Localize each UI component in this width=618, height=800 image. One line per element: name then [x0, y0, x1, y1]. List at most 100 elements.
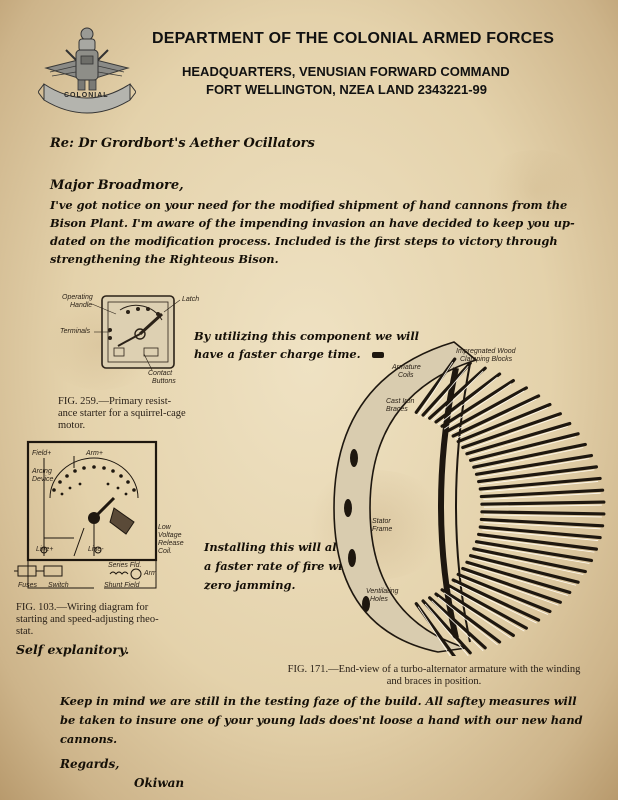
armature-coil-highlight	[424, 603, 469, 657]
armature-coil-highlight	[460, 407, 549, 445]
closing-paragraph: Keep in mind we are still in the testing…	[60, 692, 616, 749]
closing-line: Keep in mind we are still in the testing…	[60, 694, 577, 708]
armature-coil-highlight	[443, 592, 512, 639]
armature-coil-highlight	[483, 504, 602, 508]
intro-line: I've got notice on your need for the mod…	[50, 198, 568, 212]
armature-coil-highlight	[472, 436, 577, 464]
armature-coil	[480, 510, 606, 516]
armature-coil-highlight	[437, 376, 498, 426]
armature-coil	[480, 500, 606, 506]
closing-line: cannons.	[60, 732, 118, 746]
header-line-3: FORT WELLINGTON, NZEA LAND 2343221-99	[206, 82, 487, 97]
armature-coil	[456, 402, 552, 444]
note-line: a faster rate of fire with	[204, 559, 357, 573]
figure-171-diagram: Impregnated Wood Clamping Blocks Armatur…	[326, 338, 608, 661]
armature-coil-highlight	[478, 544, 590, 564]
label-ventilating: Ventilating	[366, 588, 399, 595]
figure-171-caption: FIG. 171.—End-view of a turbo-alternator…	[254, 664, 614, 688]
salutation: Major Broadmore,	[50, 178, 184, 193]
label-switch: Switch	[48, 582, 69, 589]
label-terminals: Terminals	[60, 328, 91, 335]
label-coil: Coil.	[158, 548, 173, 555]
label-buttons: Buttons	[152, 378, 176, 385]
label-field: Field+	[32, 450, 52, 457]
figure-103-diagram: Field+ Arm+ Arcing Device Low Voltage Re…	[12, 438, 184, 600]
armature-coil	[468, 432, 580, 462]
armature-coil-highlight	[431, 370, 484, 422]
label-line-mid: Line-	[88, 546, 104, 553]
armature-coil	[440, 379, 515, 428]
label-braces: Braces	[386, 406, 408, 413]
label-contact: Contact	[148, 370, 173, 377]
signature: Okiwan	[134, 776, 185, 790]
armature-coil-highlight	[475, 447, 584, 471]
armature-coil	[468, 554, 580, 584]
label-arcing: Arcing	[32, 468, 52, 475]
armature-coil	[478, 476, 602, 491]
figure-259-diagram: Operating Handle Terminals Latch Contact…	[58, 290, 208, 390]
armature-coil-highlight	[460, 577, 549, 615]
note-rate-of-fire: Installing this will allow a faster rate…	[204, 538, 358, 595]
armature-coil-highlight	[417, 606, 454, 661]
armature-coil	[451, 578, 541, 622]
armature-coil	[414, 602, 457, 659]
label-handle: Handle	[70, 302, 93, 309]
armature-coil-highlight	[472, 558, 577, 586]
note-line: By utilizing this component we will	[194, 329, 419, 343]
subject-line: Re: Dr Grordbort's Aether Ocillators	[50, 136, 315, 151]
armature-coil	[434, 592, 502, 644]
caption-line: and braces in position.	[386, 676, 482, 687]
armature-coil	[465, 560, 572, 595]
armature-coil-highlight	[480, 537, 595, 553]
label-arm-small: Arm	[144, 570, 157, 577]
note-line: Installing this will allow	[204, 540, 359, 554]
label-frame: Frame	[372, 526, 393, 533]
armature-coil-highlight	[449, 587, 525, 632]
caption-line: ance starter for a squirrel-cage	[58, 408, 186, 419]
closing-line: be taken to insure one of your young lad…	[60, 713, 583, 727]
armature-coil	[472, 442, 587, 469]
armature-coil-highlight	[443, 383, 512, 430]
intro-paragraph: I've got notice on your need for the mod…	[50, 196, 610, 268]
armature-coil	[465, 421, 572, 456]
armature-coil	[461, 412, 562, 450]
armature-coil	[451, 394, 541, 438]
armature-coil	[474, 453, 594, 476]
armature-coil	[478, 525, 602, 540]
label-arm: Arm+	[86, 450, 103, 457]
armature-coil	[446, 583, 528, 630]
intro-line: strengthening the Righteous Bison.	[50, 252, 279, 266]
armature-coil-highlight	[455, 398, 537, 440]
armature-coil	[428, 596, 487, 650]
label-voltage: Voltage	[158, 532, 182, 539]
armature-coil-highlight	[464, 416, 559, 451]
armature-coil-highlight	[482, 529, 599, 541]
armature-coil-highlight	[468, 426, 568, 458]
colonial-emblem: COLONIAL	[37, 20, 137, 116]
armature-coil-highlight	[437, 596, 498, 646]
armature-coil	[421, 361, 472, 417]
label-coils: Coils	[398, 372, 414, 379]
armature-coil	[428, 366, 487, 420]
header-line-1: DEPARTMENT OF THE COLONIAL ARMED FORCES	[152, 30, 555, 47]
label-line-left: Line+	[36, 546, 54, 553]
armature-coil	[479, 488, 605, 499]
armature-coil-highlight	[468, 564, 568, 596]
caption-line: FIG. 259.—Primary resist-	[58, 396, 172, 407]
label-low: Low	[158, 524, 171, 531]
armature-coil	[472, 547, 587, 574]
label-armature: Armature	[392, 364, 421, 371]
figure-103-caption: FIG. 103.—Wiring diagram for starting an…	[16, 602, 186, 638]
emblem-text: COLONIAL	[64, 92, 109, 99]
self-explanatory-note: Self explanitory.	[16, 642, 130, 657]
armature-coil	[421, 599, 472, 655]
armature-coil	[446, 386, 528, 433]
armature-coil-highlight	[483, 492, 601, 500]
armature-coil	[477, 465, 598, 484]
armature-coil	[461, 566, 562, 604]
label-cast-iron: Cast Iron	[386, 398, 415, 405]
armature-coil	[474, 540, 594, 563]
note-line: have a faster charge time.	[194, 347, 361, 361]
armature-coil	[434, 372, 502, 424]
label-device: Device	[32, 476, 54, 483]
